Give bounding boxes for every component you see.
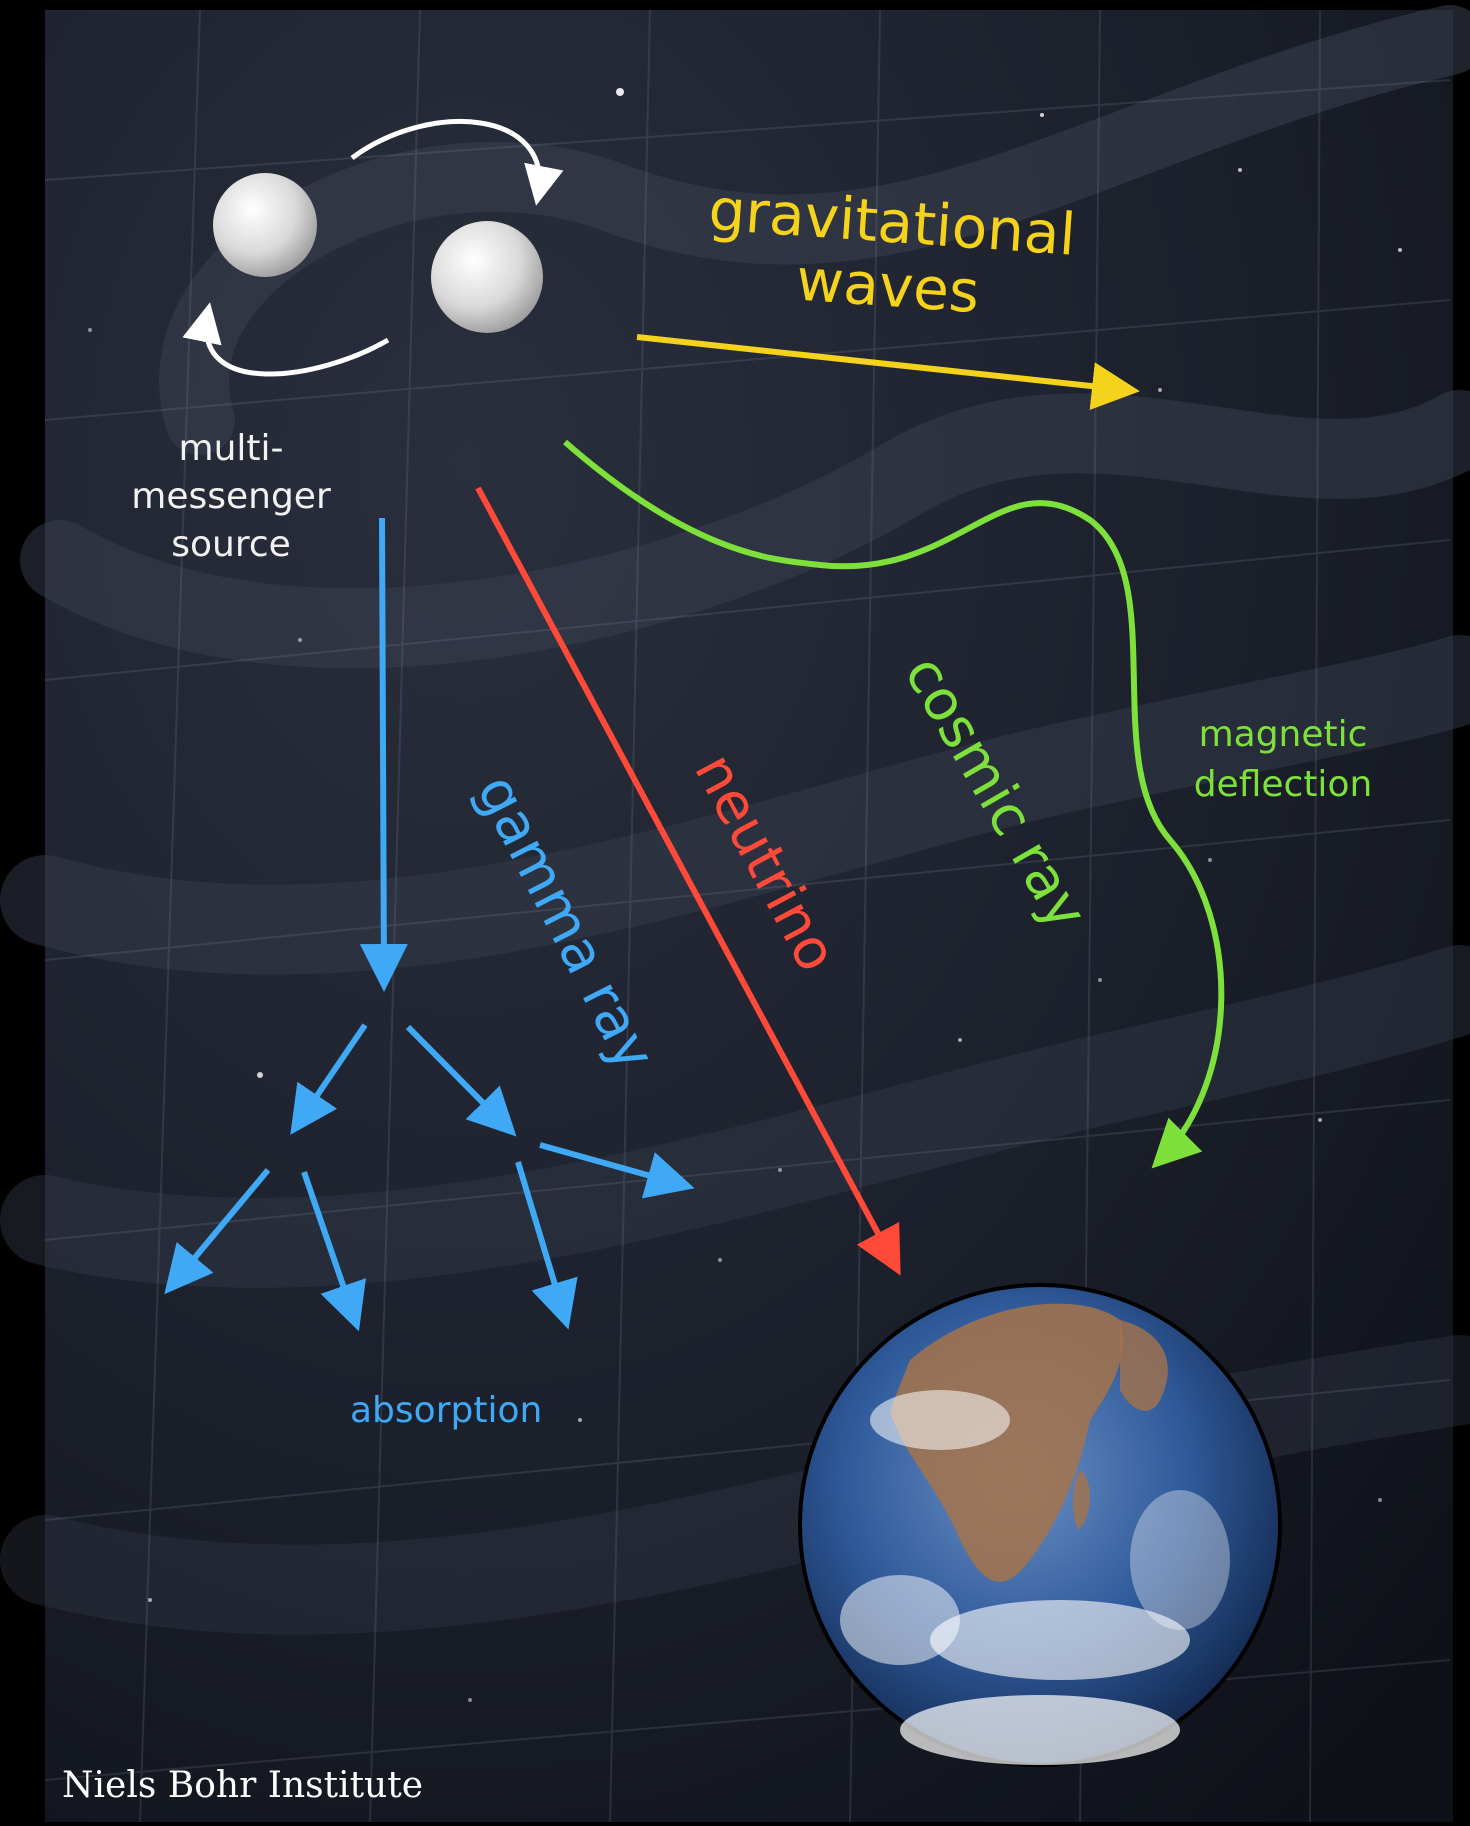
cascade-arrow-4 [301, 1171, 366, 1332]
gravitational-wave-arrow [636, 334, 1140, 410]
gamma-ray-arrow [359, 517, 408, 992]
cascade-arrow-1 [290, 1023, 368, 1135]
compact-object-2 [431, 221, 543, 333]
cascade-arrow-6 [539, 1142, 695, 1199]
binary-source [182, 119, 564, 377]
cascade-arrow-3 [164, 1168, 271, 1295]
orbit-arrow-top [350, 119, 564, 206]
credit-label: Niels Bohr Institute [62, 1765, 424, 1806]
stars [88, 88, 1402, 1702]
cascade-arrow-2 [405, 1024, 517, 1137]
magnetic-deflection-line1: magnetic [1198, 714, 1368, 755]
cascade-arrow-5 [515, 1161, 578, 1330]
earth [798, 1283, 1282, 1767]
compact-object-1 [213, 173, 317, 277]
magnetic-deflection-line2: deflection [1193, 764, 1373, 805]
absorption-label: absorption [350, 1390, 543, 1431]
neutrino-arrow [475, 486, 901, 1276]
magnetic-deflection-label: magnetic deflection [1178, 710, 1388, 810]
cosmic-ray-arrow [563, 439, 1225, 1169]
gamma-ray-cascade [164, 517, 695, 1332]
source-label-line3: source [171, 524, 291, 565]
orbit-arrow-bottom [182, 302, 390, 377]
source-label: multi- messenger source [126, 425, 336, 569]
source-label-line1: multi- [178, 428, 284, 469]
source-label-line2: messenger [131, 476, 331, 517]
